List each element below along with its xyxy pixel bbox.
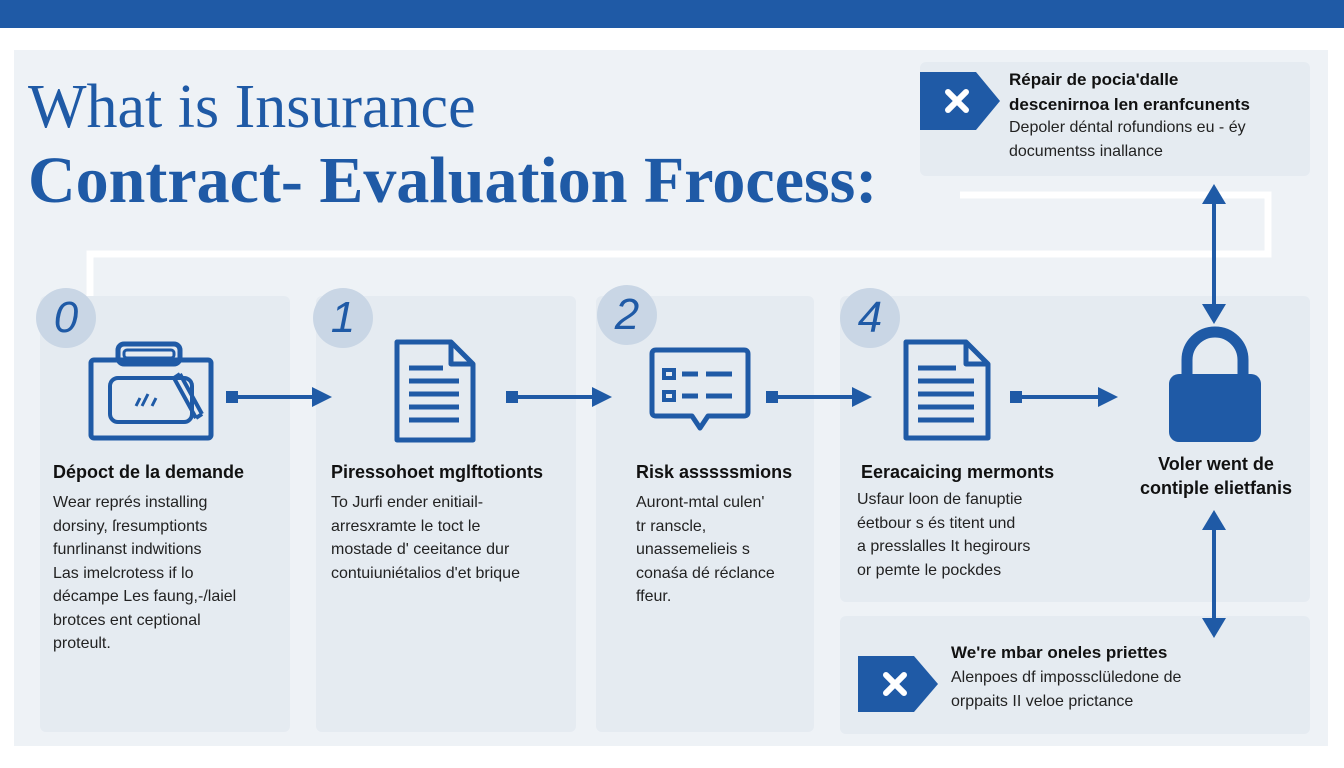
note-bottom-body: Alenpoes df impossclüledone de orppaits …: [951, 666, 1181, 714]
step-body-line: To Jurfi ender enitiail-: [331, 494, 484, 511]
step-body-line: Usfaur loon de fanuptie: [857, 491, 1023, 508]
close-icon-top: [920, 72, 1000, 130]
note-top-title: Répair de pocia'dalle descenirnoa len er…: [1009, 67, 1250, 117]
arrow-up-down-bottom: [1202, 510, 1226, 638]
step-body-line: a presslalles It hegirours: [857, 538, 1031, 555]
step-body-line: tr ranscle,: [636, 517, 707, 535]
step-body-4: Usfaur loon de fanuptie éetbour s és tit…: [857, 488, 1030, 582]
step-body-line: conaśa dé réclance: [636, 564, 775, 582]
final-title-line: Voler went de: [1158, 454, 1274, 474]
final-title-line: contiple elietfanis: [1139, 478, 1293, 498]
step-number-badge-2: 2: [597, 285, 657, 345]
page-title-line-2: Contract- Evaluation Frocess:: [28, 144, 878, 217]
step-body-line: mostade d' ceeitance dur: [331, 541, 510, 558]
step-body-line: unassemelieis s: [636, 541, 750, 558]
note-body-line: Alenpoes df impossclüledone de: [951, 669, 1182, 686]
padlock-icon: [1169, 326, 1261, 442]
document-icon-2: [903, 339, 991, 441]
note-body-line: orppaits II veloe prictance: [951, 693, 1134, 710]
note-title-line: Répair de pocia'dalle: [1009, 70, 1179, 89]
arrow-right-3: [766, 387, 872, 407]
step-number-badge-0: 0: [36, 288, 96, 348]
step-title-0: Dépoct de la demande: [53, 462, 245, 482]
arrow-up-down-top: [1202, 184, 1226, 324]
final-step-title: Voler went de contiple elietfanis: [1134, 452, 1298, 500]
step-body-line: funrlinanst indwitions: [53, 541, 202, 558]
document-icon: [394, 339, 476, 443]
step-body-line: arresxramte le toct le: [331, 517, 481, 535]
step-card-1: [316, 296, 576, 732]
step-body-line: or pemte le pockdes: [857, 561, 1002, 579]
note-bottom-title: We're mbar oneles priettes: [951, 643, 1168, 662]
arrow-right-2: [506, 387, 612, 407]
step-body-line: Wear représ installing: [53, 494, 208, 511]
step-title-1: Piressohoet mglftotionts: [331, 462, 544, 482]
note-title-line: descenirnoa len eranfcunents: [1009, 95, 1250, 114]
briefcase-icon: [88, 341, 214, 441]
step-body-2: Auront-mtal culen' tr ranscle, unassemel…: [636, 491, 775, 609]
step-title-4: Eeracaicing mermonts: [861, 462, 1055, 482]
step-body-line: dorsiny, ſresumptionts: [53, 517, 208, 535]
step-title-2: Risk asssssmions: [636, 462, 793, 482]
step-body-line: Las imelcrotess if lo: [53, 564, 194, 582]
step-number-badge-4: 4: [840, 288, 900, 348]
arrow-right-4: [1010, 387, 1118, 407]
step-card-2: [596, 296, 814, 732]
step-body-line: brotces ent ceptional: [53, 611, 201, 629]
step-body-line: proteult.: [53, 635, 111, 652]
note-body-line: Depoler déntal rofundions eu - éy: [1009, 119, 1246, 136]
note-body-line: documentss inallance: [1009, 143, 1163, 160]
page-title-line-1: What is Insurance: [28, 73, 476, 141]
step-body-1: To Jurfi ender enitiail- arresxramte le …: [331, 491, 520, 585]
step-body-line: Auront-mtal culen': [636, 494, 765, 511]
step-number-badge-1: 1: [313, 288, 373, 348]
step-card-4: [840, 296, 1310, 602]
note-top-body: Depoler déntal rofundions eu - éy docume…: [1009, 116, 1246, 164]
step-body-line: contuiuniétalios d'et brique: [331, 564, 520, 582]
step-body-0: Wear représ installing dorsiny, ſresumpt…: [53, 491, 236, 656]
top-banner: [0, 0, 1344, 28]
close-icon-bottom: [858, 656, 938, 712]
step-body-line: décampe Les faung,-/laiel: [53, 588, 237, 605]
form-window-icon: [649, 347, 751, 431]
step-card-0: [40, 296, 290, 732]
step-body-line: éetbour s és titent und: [857, 514, 1016, 532]
step-body-line: ffeur.: [636, 588, 672, 605]
arrow-right-1: [226, 387, 332, 407]
